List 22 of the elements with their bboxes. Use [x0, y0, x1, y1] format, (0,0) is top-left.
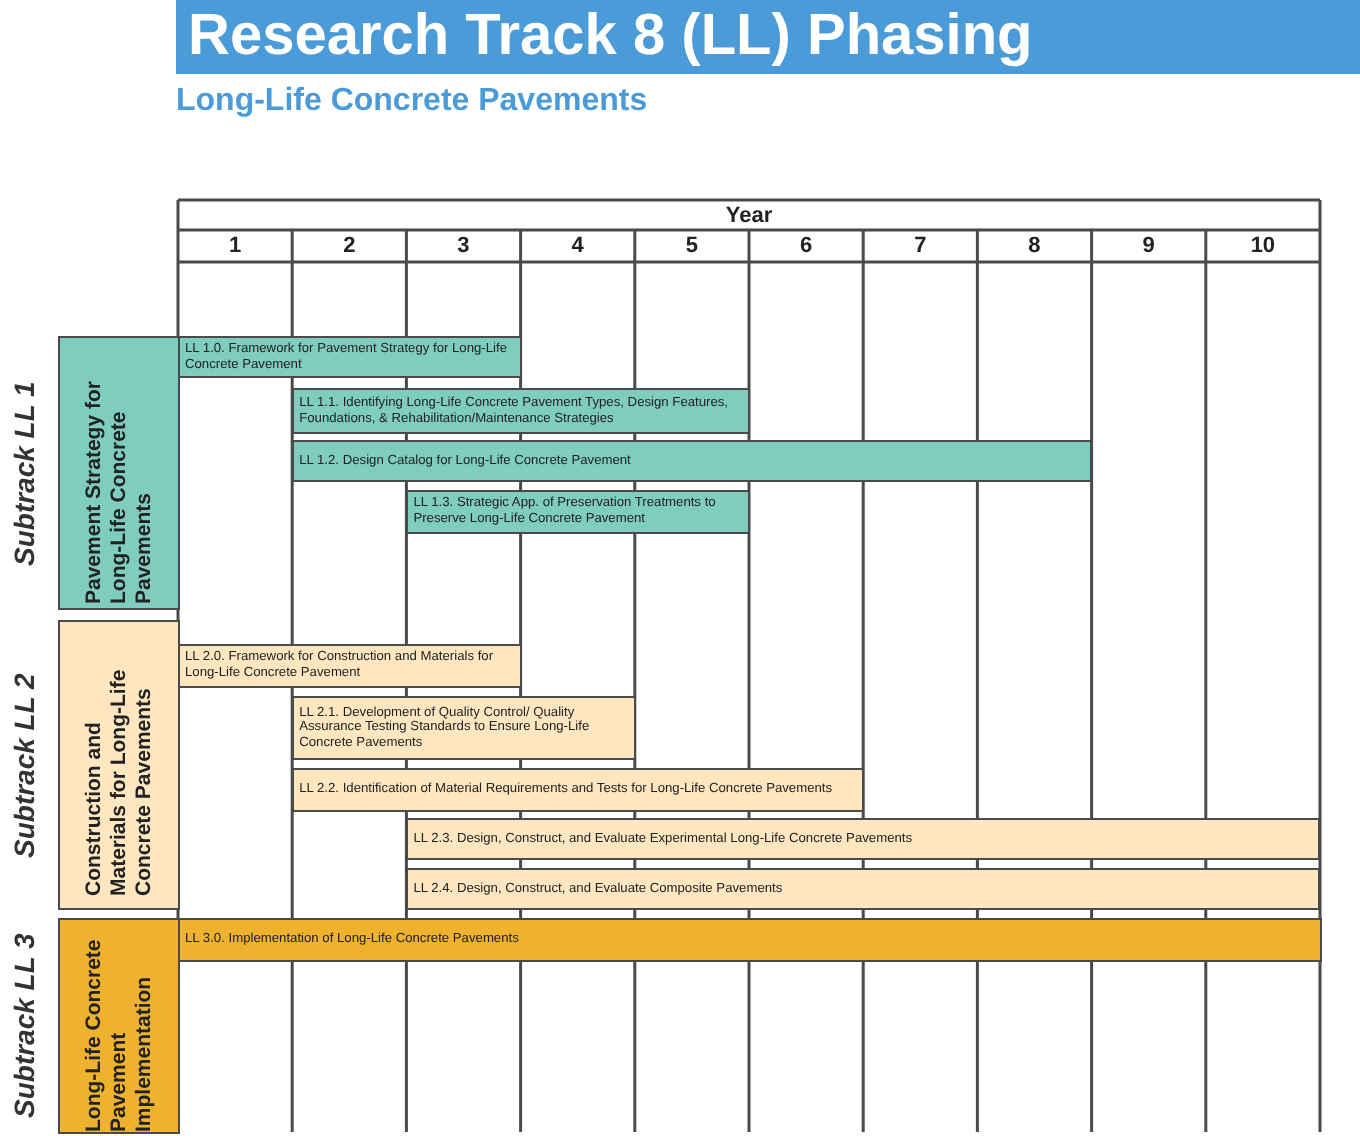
subtrack-label: Subtrack LL 3 — [8, 931, 42, 1123]
year-number: 7 — [912, 232, 929, 262]
subtrack-title: Long-Life Concrete Pavement Implementation — [81, 937, 157, 1132]
subtitle: Long-Life Concrete Pavements — [176, 84, 648, 120]
subtrack-box — [58, 918, 180, 1134]
year-number: 9 — [1140, 232, 1157, 262]
column-header: Year — [723, 202, 775, 230]
subtrack-title: Pavement Strategy for Long-Life Concrete Pavements — [81, 378, 157, 603]
subtrack-label: Subtrack LL 1 — [8, 378, 42, 570]
year-number: 10 — [1248, 232, 1278, 262]
year-number: 2 — [341, 232, 358, 262]
subtrack-title: Construction and Materials for Long-Life Concrete Pavements — [81, 666, 157, 895]
subtrack-box — [58, 620, 180, 910]
title-banner: Research Track 8 (LL) Phasing — [176, 0, 1360, 74]
year-number: 5 — [683, 232, 700, 262]
subtrack-label: Subtrack LL 2 — [8, 670, 42, 862]
year-number: 1 — [226, 232, 244, 262]
year-number: 3 — [455, 232, 472, 262]
year-number: 8 — [1026, 232, 1043, 262]
subtrack-box — [58, 336, 180, 610]
year-number: 4 — [569, 232, 586, 262]
year-number: 6 — [797, 232, 815, 262]
